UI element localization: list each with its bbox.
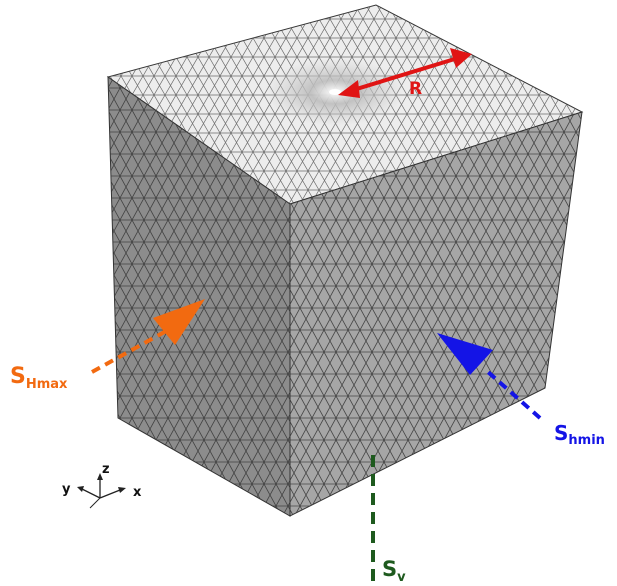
radius-arrowhead-inner [338,80,360,98]
cube-left-mesh [108,77,290,516]
radius-label: R [409,79,422,99]
axis-y-label: y [62,482,71,497]
axis-x-label: x [133,485,142,500]
axis-z-label: z [102,462,110,477]
axis-triad: z y x [62,462,142,509]
shmax-arrow: SHmax [10,299,205,392]
sv-label: Sv [382,557,406,585]
borehole [329,89,341,95]
shmax-arrowhead [153,299,205,345]
cube-right-mesh [290,112,582,516]
shmin-label: Shmin [554,421,605,448]
radius-arrowhead-outer [450,48,472,68]
sv-arrow: Sv [371,455,406,585]
radius-arrow: R [338,48,472,99]
shmin-arrow: Shmin [437,333,605,448]
cube [106,4,584,517]
shmax-label: SHmax [10,364,68,392]
shmin-arrowhead [437,333,493,375]
